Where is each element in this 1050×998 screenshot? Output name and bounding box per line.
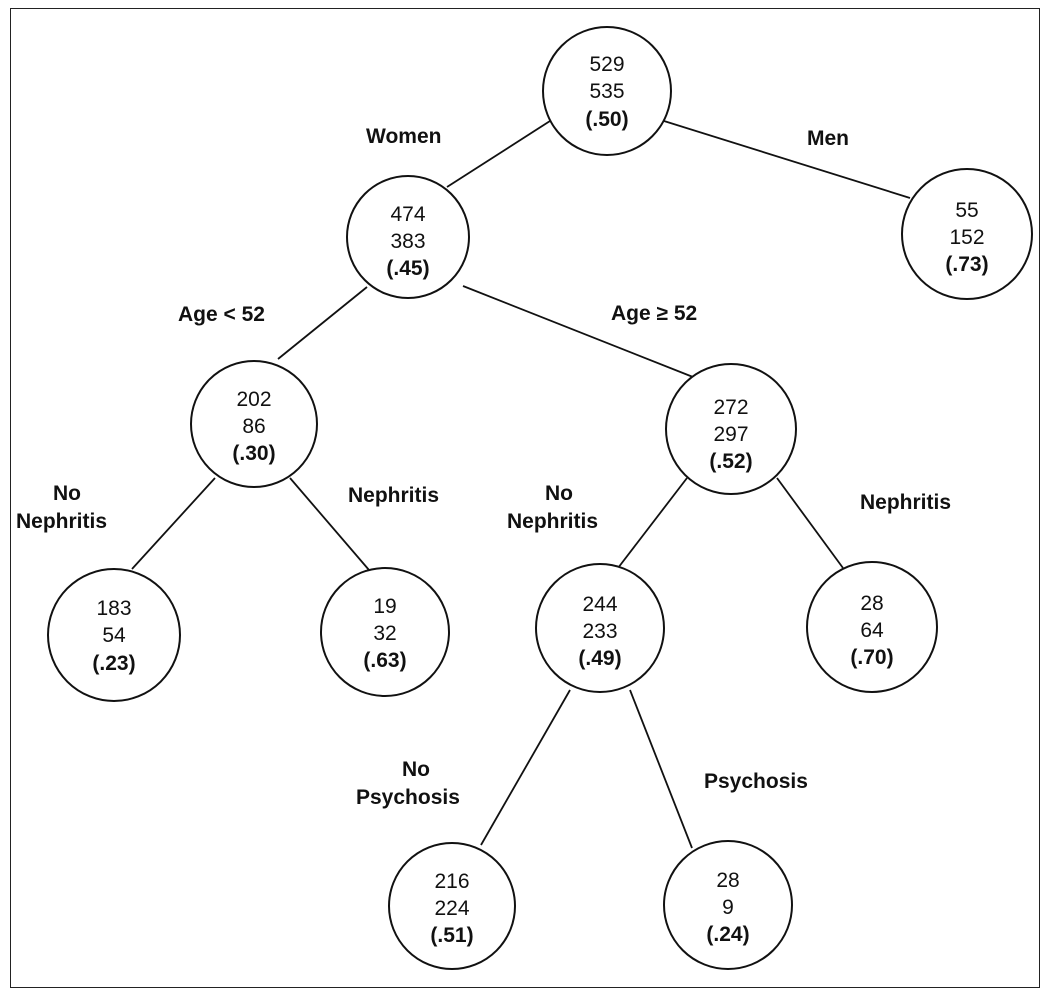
tree-edges [131, 120, 911, 849]
node-under-52-no-nephritis: 183 54 (.23) [47, 568, 181, 702]
label-right-no-nephritis-line2: Nephritis [507, 510, 598, 533]
edge-52-plus-nephritis [776, 477, 844, 569]
node-count-a: 28 [860, 592, 883, 615]
edge-psychosis [629, 689, 693, 849]
node-men: 55 152 (.73) [901, 168, 1033, 300]
node-52-plus-no-nephritis: 244 233 (.49) [535, 563, 665, 693]
edge-women-under-52 [277, 286, 368, 360]
node-count-b: 535 [589, 80, 624, 103]
edge-no-psychosis [480, 689, 571, 846]
node-ratio: (.52) [709, 450, 752, 473]
node-women: 474 383 (.45) [346, 175, 470, 299]
node-count-a: 202 [236, 388, 271, 411]
edge-52-plus-no-nephritis [617, 477, 688, 569]
label-women: Women [366, 125, 441, 148]
edge-women-52-plus [462, 285, 694, 378]
label-right-nephritis: Nephritis [860, 491, 951, 514]
node-count-b: 383 [390, 230, 425, 253]
label-no-psychosis-line1: No [402, 758, 430, 781]
node-count-a: 28 [716, 869, 739, 892]
node-ratio: (.63) [363, 649, 406, 672]
node-count-b: 86 [242, 415, 265, 438]
edge-under-52-no-nephritis [131, 477, 216, 570]
node-count-b: 297 [713, 423, 748, 446]
label-left-no-nephritis-line2: Nephritis [16, 510, 107, 533]
node-ratio: (.70) [850, 646, 893, 669]
node-count-a: 216 [434, 870, 469, 893]
edge-root-men [663, 120, 911, 199]
node-count-a: 19 [373, 595, 396, 618]
node-ratio: (.45) [386, 257, 429, 280]
node-count-b: 54 [102, 624, 126, 647]
label-left-no-nephritis-line1: No [53, 482, 81, 505]
label-left-nephritis: Nephritis [348, 484, 439, 507]
node-ratio: (.49) [578, 647, 621, 670]
node-under-52-nephritis: 19 32 (.63) [320, 567, 450, 697]
node-ratio: (.24) [706, 923, 749, 946]
node-count-b: 32 [373, 622, 396, 645]
edge-root-women [446, 120, 551, 188]
edge-labels: Women Men Age < 52 Age ≥ 52 No Nephritis… [16, 125, 951, 809]
node-ratio: (.23) [92, 652, 135, 675]
node-count-a: 244 [582, 593, 617, 616]
node-root: 529 535 (.50) [542, 26, 672, 156]
node-count-a: 474 [390, 203, 425, 226]
edge-under-52-nephritis [289, 477, 370, 571]
node-count-b: 9 [722, 896, 734, 919]
node-count-b: 152 [949, 226, 984, 249]
node-ratio: (.50) [585, 108, 628, 131]
node-count-b: 64 [860, 619, 884, 642]
node-psychosis: 28 9 (.24) [663, 840, 793, 970]
figure-frame [10, 8, 1040, 988]
label-age-under-52: Age < 52 [178, 303, 265, 326]
node-women-age-52-plus: 272 297 (.52) [665, 363, 797, 495]
label-no-psychosis-line2: Psychosis [356, 786, 460, 809]
node-ratio: (.73) [945, 253, 988, 276]
node-count-b: 233 [582, 620, 617, 643]
node-women-age-under-52: 202 86 (.30) [190, 360, 318, 488]
node-count-a: 183 [96, 597, 131, 620]
node-count-b: 224 [434, 897, 469, 920]
label-psychosis: Psychosis [704, 770, 808, 793]
label-right-no-nephritis-line1: No [545, 482, 573, 505]
node-ratio: (.51) [430, 924, 473, 947]
node-no-psychosis: 216 224 (.51) [388, 842, 516, 970]
label-men: Men [807, 127, 849, 150]
node-ratio: (.30) [232, 442, 275, 465]
node-count-a: 272 [713, 396, 748, 419]
node-count-a: 55 [955, 199, 978, 222]
node-count-a: 529 [589, 53, 624, 76]
node-52-plus-nephritis: 28 64 (.70) [806, 561, 938, 693]
label-age-52-plus: Age ≥ 52 [611, 302, 697, 325]
